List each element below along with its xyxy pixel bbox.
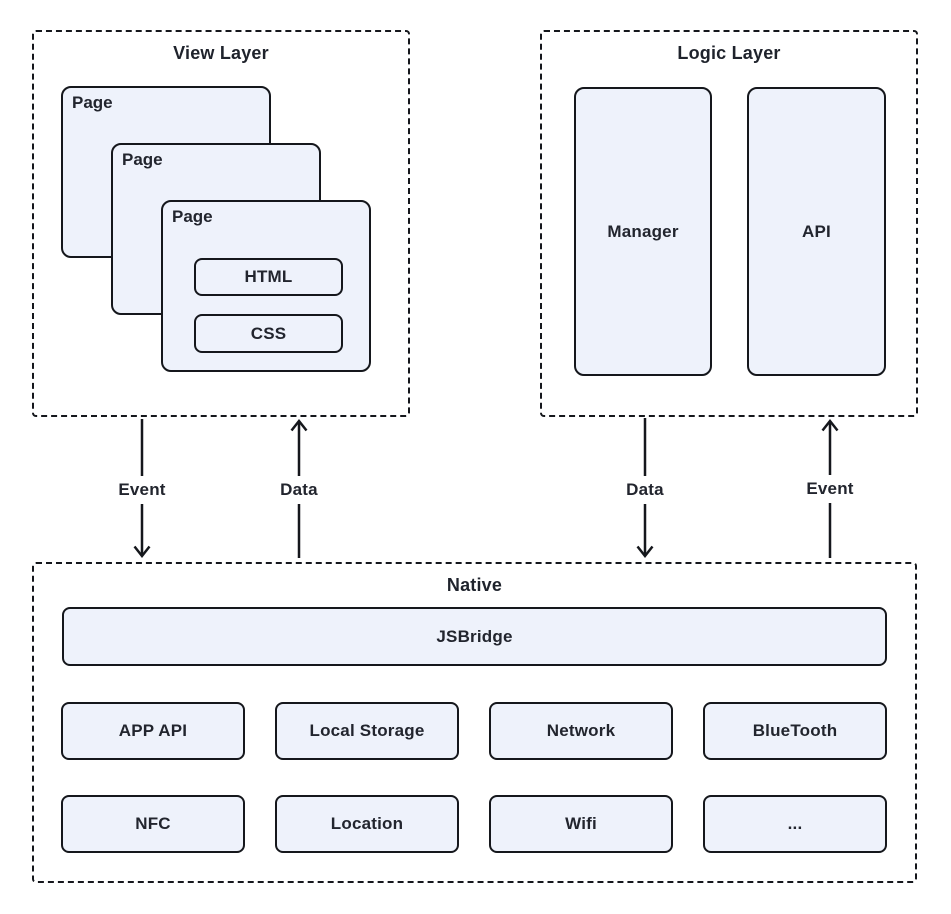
capability-node-nfc: NFC [61, 795, 245, 853]
css-node: CSS [194, 314, 343, 353]
capability-node-more: ... [703, 795, 887, 853]
api-node: API [747, 87, 886, 376]
capability-node-location: Location [275, 795, 459, 853]
native-layer-title: Native [446, 575, 503, 595]
html-node: HTML [194, 258, 343, 296]
capability-node-network: Network [489, 702, 673, 760]
page-label: Page [122, 150, 163, 169]
view-event-label: Event [109, 476, 175, 504]
manager-node: Manager [574, 87, 712, 376]
logic-layer-title: Logic Layer [677, 43, 781, 63]
capability-node-wifi: Wifi [489, 795, 673, 853]
capability-node-local-storage: Local Storage [275, 702, 459, 760]
page-card-front: Page HTML CSS [161, 200, 371, 372]
native-layer-container: Native JSBridge APP API Local Storage Ne… [32, 562, 917, 883]
view-data-label: Data [271, 476, 327, 504]
logic-data-label: Data [617, 476, 673, 504]
jsbridge-node: JSBridge [62, 607, 887, 666]
view-layer-container: View Layer Page Page Page HTML CSS [32, 30, 410, 417]
logic-event-label: Event [797, 475, 863, 503]
capability-node-bluetooth: BlueTooth [703, 702, 887, 760]
page-label: Page [72, 93, 113, 112]
logic-layer-container: Logic Layer Manager API [540, 30, 918, 417]
view-layer-title: View Layer [173, 43, 269, 63]
capability-node-app-api: APP API [61, 702, 245, 760]
page-label: Page [172, 207, 213, 226]
